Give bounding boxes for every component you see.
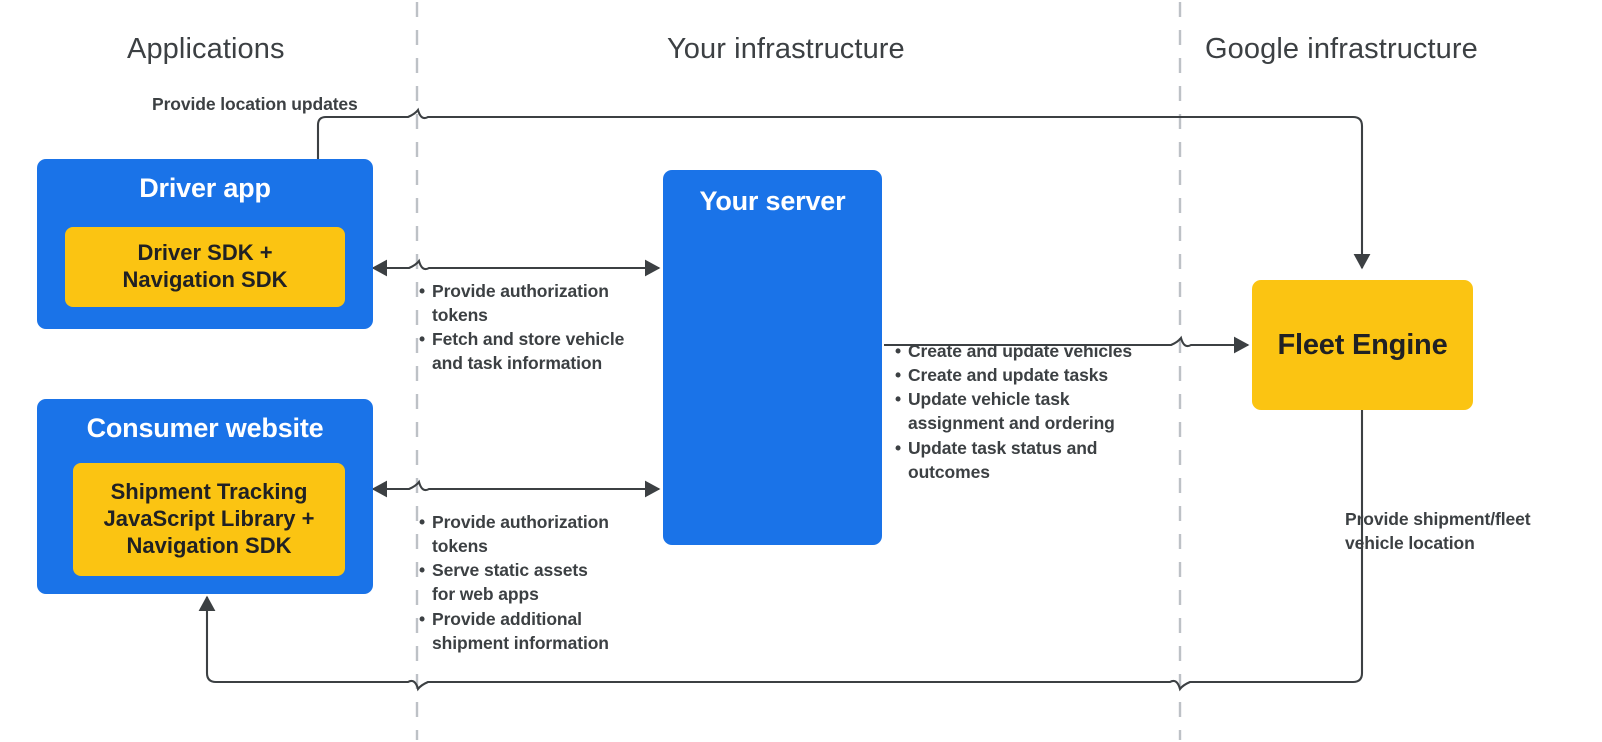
list-item: Provide authorization tokens [419, 279, 659, 327]
bullet-text-line: tokens [432, 536, 488, 557]
bullet-text-line: Update task status and [908, 437, 1098, 458]
column-title-your-infrastructure: Your infrastructure [667, 33, 905, 65]
bullet-text-line: Provide additional [432, 608, 582, 629]
connector-driver-server [371, 258, 661, 277]
bullet-text-line: tokens [432, 305, 488, 326]
column-title-applications: Applications [127, 33, 285, 65]
node-driver-app-sdk-box[interactable]: Driver SDK + Navigation SDK [65, 227, 345, 307]
bullet-text-line: Serve static assets [432, 560, 588, 581]
driver-sdk-line-1: Driver SDK + [137, 240, 273, 266]
node-consumer-website-library-box[interactable]: Shipment Tracking JavaScript Library + N… [73, 463, 345, 576]
list-item: Serve static assets for web apps [419, 558, 659, 606]
bullet-text-line: Update vehicle task [908, 389, 1070, 410]
connector-consumer-server [371, 479, 661, 498]
list-item: Fetch and store vehicle and task informa… [419, 327, 659, 375]
list-item: Create and update vehicles [895, 339, 1165, 363]
node-fleet-engine-title: Fleet Engine [1277, 328, 1448, 361]
shipment-tracking-line-3: Navigation SDK [126, 532, 292, 558]
bullet-text-line: Create and update tasks [908, 365, 1108, 386]
node-consumer-website-title: Consumer website [86, 413, 324, 443]
bullet-text-line: assignment and ordering [908, 413, 1115, 434]
shipment-tracking-line-2: JavaScript Library + [103, 506, 315, 532]
label-line-1: Provide shipment/fleet [1345, 509, 1531, 529]
list-item: Provide additional shipment information [419, 607, 659, 655]
node-your-server[interactable]: Your server [663, 170, 882, 545]
label-provide-location-updates: Provide location updates [152, 94, 358, 114]
bullet-text-line: for web apps [432, 584, 539, 605]
bullets-consumer-server: Provide authorization tokens Serve stati… [419, 510, 659, 655]
label-provide-shipment-fleet-vehicle-location: Provide shipment/fleet vehicle location [1345, 507, 1595, 555]
bullet-text-line: Provide authorization [432, 512, 609, 532]
shipment-tracking-line-1: Shipment Tracking [110, 479, 308, 505]
bullet-text-line: and task information [432, 353, 603, 374]
node-driver-app[interactable]: Driver app Driver SDK + Navigation SDK [37, 159, 373, 329]
list-item: Update task status and outcomes [895, 436, 1165, 484]
bullet-text-line: shipment information [432, 632, 609, 653]
label-line-2: vehicle location [1345, 533, 1475, 554]
list-item: Create and update tasks [895, 363, 1165, 387]
bullet-text-line: Create and update vehicles [908, 341, 1133, 361]
node-driver-app-title: Driver app [139, 173, 271, 203]
bullet-text-line: Fetch and store vehicle [432, 329, 625, 350]
list-item: Provide authorization tokens [419, 510, 659, 558]
column-title-google-infrastructure: Google infrastructure [1205, 33, 1478, 65]
node-your-server-title: Your server [699, 186, 846, 216]
bullet-text-line: outcomes [908, 461, 990, 482]
driver-sdk-line-2: Navigation SDK [122, 267, 288, 292]
bullet-text-line: Provide authorization [432, 281, 609, 301]
bullets-server-fleet-engine: Create and update vehicles Create and up… [895, 339, 1165, 484]
bullets-driver-server: Provide authorization tokens Fetch and s… [419, 279, 659, 376]
node-fleet-engine[interactable]: Fleet Engine [1252, 280, 1473, 410]
node-consumer-website[interactable]: Consumer website Shipment Tracking JavaS… [37, 399, 373, 594]
list-item: Update vehicle task assignment and order… [895, 387, 1165, 435]
